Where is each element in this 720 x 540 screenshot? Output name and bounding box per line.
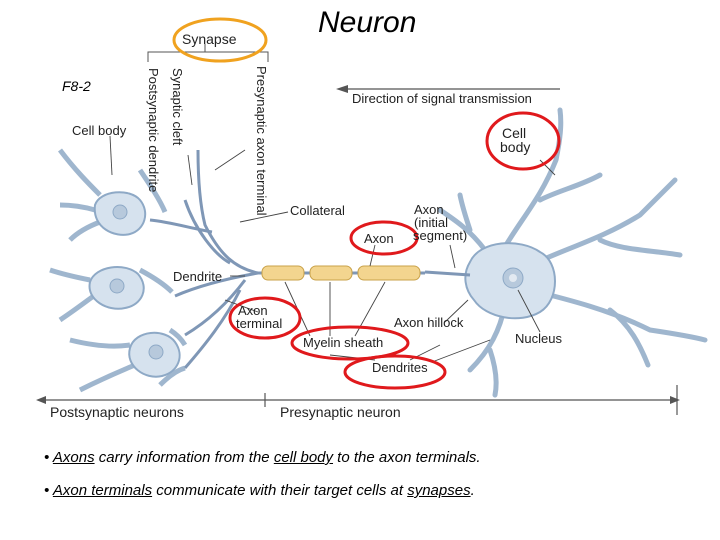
myelin-segment <box>357 265 421 281</box>
label-axon-initial-1: Axon <box>414 202 444 217</box>
terminal-branch <box>149 218 213 234</box>
leader-axon-initial <box>449 244 456 269</box>
label-synapse: Synapse <box>182 31 237 47</box>
label-axon-terminal-1: Axon <box>238 303 268 318</box>
label-presynaptic-axon-terminal: Presynaptic axon terminal <box>254 66 269 216</box>
cell-body-highlight <box>485 111 561 171</box>
presynaptic-dendrites <box>437 107 708 398</box>
synapse-highlight <box>172 17 268 63</box>
bullet-list: • Axons carry information from the cell … <box>44 448 704 514</box>
label-axon-initial-2: (initial <box>414 215 448 230</box>
dendrite-branch <box>437 192 488 253</box>
bullet-text: carry information from the <box>94 449 274 466</box>
label-axon-terminal-2: terminal <box>236 316 283 331</box>
label-direction: Direction of signal transmission <box>352 91 532 106</box>
bullet-text: to the axon terminals. <box>333 449 481 466</box>
myelin-segment <box>261 265 305 281</box>
terminal-branch <box>183 199 231 265</box>
label-postsynaptic-neurons: Postsynaptic neurons <box>50 404 184 420</box>
bullet-text: . <box>470 482 475 499</box>
label-nucleus: Nucleus <box>515 331 562 346</box>
dendrite-branch <box>467 302 508 398</box>
bullet-marker: • <box>44 482 53 499</box>
synapse-bracket <box>147 51 269 62</box>
terminal-branch <box>183 289 242 369</box>
nucleolus-shape <box>509 274 517 282</box>
axon-highlight <box>349 220 419 256</box>
direction-arrow-head <box>336 85 348 93</box>
nucleus-shape <box>109 278 125 294</box>
label-cell-body-right-1: Cell <box>502 125 527 141</box>
label-myelin-sheath: Myelin sheath <box>303 335 384 350</box>
myelin-sheath-highlight <box>290 325 410 361</box>
axon-terminal-branches <box>149 149 259 369</box>
figure-label: F8-2 <box>62 78 91 94</box>
leader-collateral <box>239 211 289 223</box>
leader-cell-body-right <box>539 159 556 176</box>
term-synapses: synapses <box>407 482 471 499</box>
postsynaptic-neuron-bottom <box>69 327 188 393</box>
term-axon-terminals: Axon terminals <box>52 482 153 499</box>
leader-axon-hillock <box>444 299 469 323</box>
leader-axon <box>369 244 376 267</box>
label-cell-body-left: Cell body <box>72 123 127 138</box>
collateral-branch <box>196 149 259 275</box>
postsynaptic-neuron-middle <box>49 266 174 323</box>
axon-terminal-highlight <box>228 296 302 340</box>
terminal-branch <box>174 271 259 298</box>
label-axon-initial-3: segment) <box>413 228 468 243</box>
leader-presynaptic-terminal <box>214 149 246 171</box>
bullet-marker: • <box>44 449 53 466</box>
label-cell-body-right-2: body <box>500 139 531 155</box>
label-dendrite: Dendrite <box>173 269 223 284</box>
dendrite-branch <box>58 148 168 242</box>
myelin-segment <box>309 265 353 281</box>
term-cell-body: cell body <box>273 449 334 466</box>
leader-nucleus <box>517 289 541 333</box>
leader-cell-body-left <box>109 135 113 176</box>
leader-postsynaptic-dendrite <box>187 154 193 186</box>
label-collateral: Collateral <box>290 203 345 218</box>
dendrite-branch <box>69 327 188 393</box>
label-presynaptic-neuron: Presynaptic neuron <box>280 404 401 420</box>
label-postsynaptic-dendrite: Postsynaptic dendrite <box>146 68 161 193</box>
range-arrow-left <box>36 396 46 404</box>
dendrite-branch <box>527 287 708 368</box>
axon-initial-segment <box>424 270 471 277</box>
nucleus-shape <box>112 204 128 220</box>
slide-title: Neuron <box>318 6 417 39</box>
term-axons: Axons <box>52 449 95 466</box>
nucleus-shape <box>148 344 164 360</box>
bullet-item-axon-terminals: • Axon terminals communicate with their … <box>44 481 704 500</box>
dendrites-highlight <box>343 354 447 390</box>
label-axon: Axon <box>364 231 394 246</box>
terminal-branch <box>184 279 247 337</box>
bullet-item-axons: • Axons carry information from the cell … <box>44 448 704 467</box>
postsynaptic-neuron-top <box>58 148 168 242</box>
range-arrow-right <box>670 396 680 404</box>
label-axon-hillock: Axon hillock <box>394 315 464 330</box>
label-synaptic-cleft: Synaptic cleft <box>170 68 185 146</box>
leader-axon-terminal <box>224 299 259 313</box>
label-dendrites: Dendrites <box>372 360 428 375</box>
bullet-text: communicate with their target cells at <box>152 482 408 499</box>
